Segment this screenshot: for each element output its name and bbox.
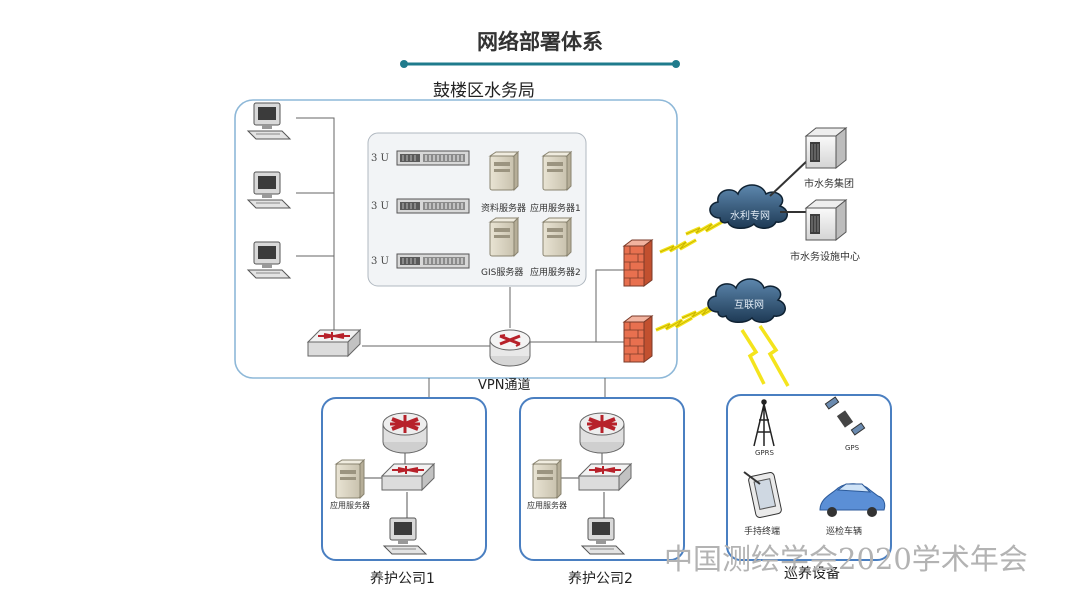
handheld-terminal-icon [743,471,782,518]
company-2-router-icon [578,411,626,455]
gprs-tower-icon [753,399,775,447]
water-group-label: 市水务集团 [804,179,854,190]
facility-center-label: 市水务设施中心 [790,252,860,263]
company-1-frame [321,397,487,561]
page-title: 网络部署体系 [477,30,603,54]
company-2-switch-icon [578,463,632,491]
patrol-label: 巡养设备 [784,566,840,582]
bureau-label: 鼓楼区水务局 [433,81,535,101]
firewall-icon [623,239,653,287]
pc-icon [247,171,291,209]
rack-server-icon [396,198,470,214]
server-room-panel [367,132,587,287]
data-server-icon [489,151,519,191]
patrol-frame [726,394,892,561]
facility-center-server-icon [805,199,847,241]
wireless-link-icon [658,238,698,254]
patrol-wireless-links [740,325,790,387]
gis-server-label: GIS服务器 [481,268,524,278]
app-server-2-icon [542,217,572,257]
firewall-icon [623,315,653,363]
lan-links [296,117,624,398]
gprs-label: GPRS [755,449,774,457]
gps-satellite-icon [824,396,866,436]
company-2-server-icon [532,459,562,499]
app-server-1-icon [542,151,572,191]
title-underline-dot-right [672,60,680,68]
gps-label: GPS [845,444,860,452]
company-1-router-icon [381,411,429,455]
rack-server-icon [396,253,470,269]
water-group-server-icon [805,127,847,169]
company-2-label: 养护公司2 [568,571,633,587]
vehicle-label: 巡检车辆 [826,527,863,537]
pc-icon [247,102,291,140]
core-switch-icon [307,329,361,357]
bureau-frame [234,99,678,379]
data-server-label: 资料服务器 [481,204,527,214]
company-2-server-label: 应用服务器 [527,501,567,510]
company-1-server-label: 应用服务器 [330,501,370,510]
conference-watermark: 中国测绘学会2020学术年会 [664,542,1028,576]
rack-server-icon [396,150,470,166]
rack-unit-label: 3 U [371,201,389,212]
patrol-vehicle-icon [819,483,886,517]
external-links [769,159,809,213]
company-2-pc-icon [581,517,625,555]
app-server-2-label: 应用服务器2 [530,268,581,278]
wireless-link-icon [654,316,694,332]
title-underline-dot-left [400,60,408,68]
rack-unit-label: 3 U [371,153,389,164]
gis-server-icon [489,217,519,257]
rack-unit-label: 3 U [371,256,389,267]
handheld-label: 手持终端 [744,527,781,537]
vpn-label: VPN通道 [478,378,531,393]
water-private-net-label: 水利专网 [730,211,770,222]
app-server-1-label: 应用服务器1 [530,204,581,214]
pc-icon [247,241,291,279]
company-1-switch-icon [381,463,435,491]
wireless-link-icon [684,220,724,236]
company-2-frame [519,397,685,561]
internet-label: 互联网 [734,300,764,311]
company-1-server-icon [335,459,365,499]
company-1-pc-icon [383,517,427,555]
company-1-label: 养护公司1 [370,571,435,587]
core-router-icon [488,328,532,368]
